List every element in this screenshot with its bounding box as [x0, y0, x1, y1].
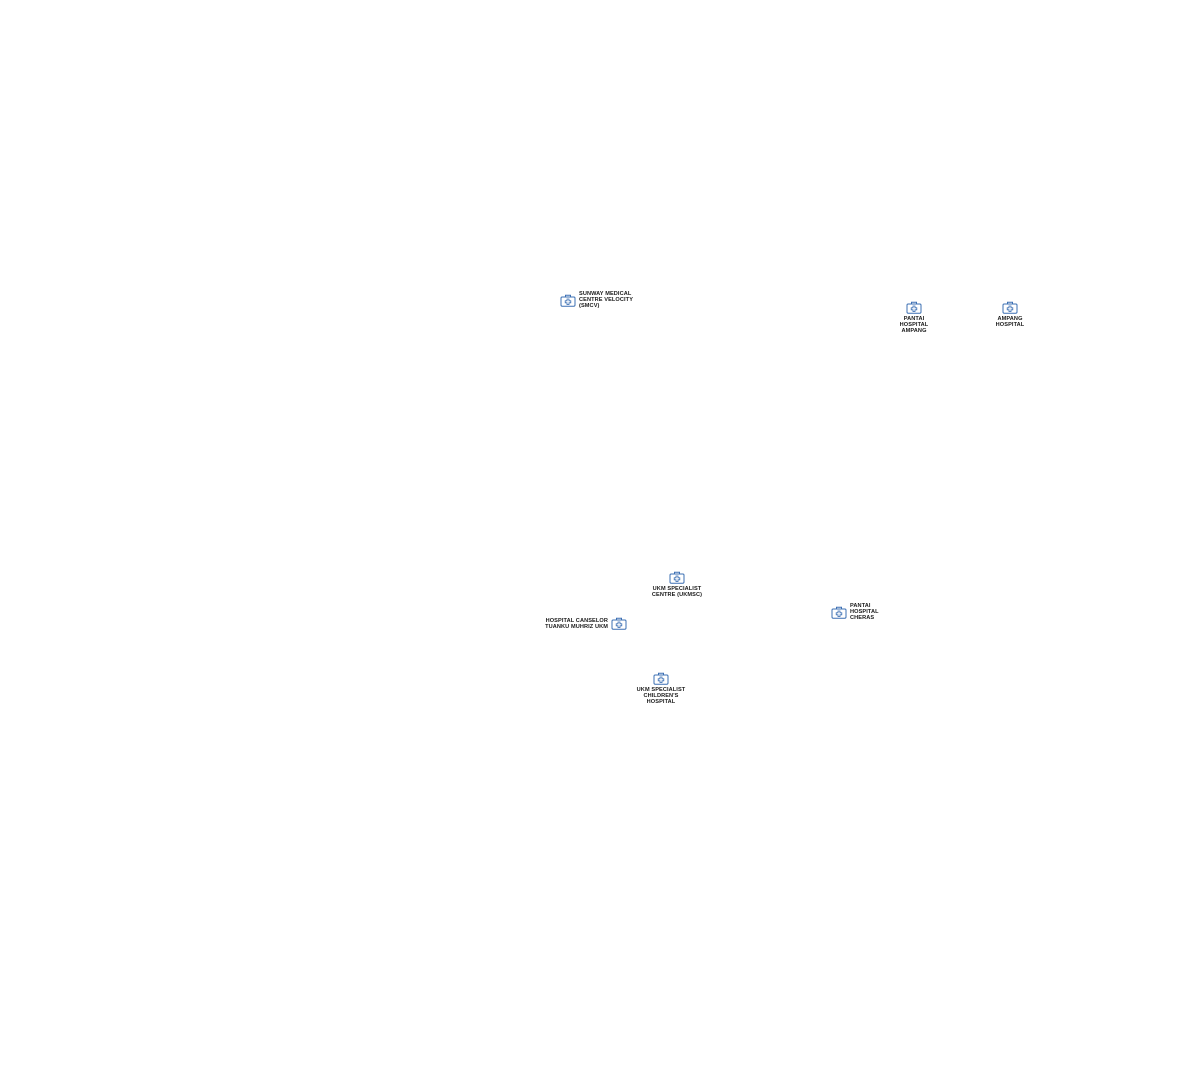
hospital-marker-ukm-childrens[interactable]: UKM SPECIALIST CHILDREN'S HOSPITAL — [621, 672, 701, 705]
medical-bag-icon — [1002, 301, 1018, 314]
hospital-label: UKM SPECIALIST CENTRE (UKMSC) — [651, 586, 703, 598]
medical-bag-icon — [906, 301, 922, 314]
hospital-marker-pantai-cheras[interactable]: PANTAI HOSPITAL CHERAS — [831, 603, 879, 621]
hospital-label: HOSPITAL CANSELOR TUANKU MUHRIZ UKM — [545, 617, 608, 630]
medical-bag-icon — [831, 606, 847, 619]
hospital-marker-pantai-ampang[interactable]: PANTAI HOSPITAL AMPANG — [884, 301, 944, 334]
hospital-label: PANTAI HOSPITAL CHERAS — [850, 603, 879, 621]
hospital-marker-ampang[interactable]: AMPANG HOSPITAL — [980, 301, 1040, 328]
hospital-marker-hctm-ukm[interactable]: HOSPITAL CANSELOR TUANKU MUHRIZ UKM — [545, 617, 627, 630]
medical-bag-icon — [611, 617, 627, 630]
hospital-marker-smcv[interactable]: SUNWAY MEDICAL CENTRE VELOCITY (SMCV) — [560, 291, 633, 309]
hospital-label: SUNWAY MEDICAL CENTRE VELOCITY (SMCV) — [579, 291, 634, 309]
hospital-label: UKM SPECIALIST CHILDREN'S HOSPITAL — [636, 687, 686, 705]
medical-bag-icon — [560, 294, 576, 307]
hospital-marker-ukmsc[interactable]: UKM SPECIALIST CENTRE (UKMSC) — [637, 571, 717, 598]
hospital-label: AMPANG HOSPITAL — [995, 316, 1025, 328]
medical-bag-icon — [669, 571, 685, 584]
medical-bag-icon — [653, 672, 669, 685]
hospital-label: PANTAI HOSPITAL AMPANG — [899, 316, 929, 334]
